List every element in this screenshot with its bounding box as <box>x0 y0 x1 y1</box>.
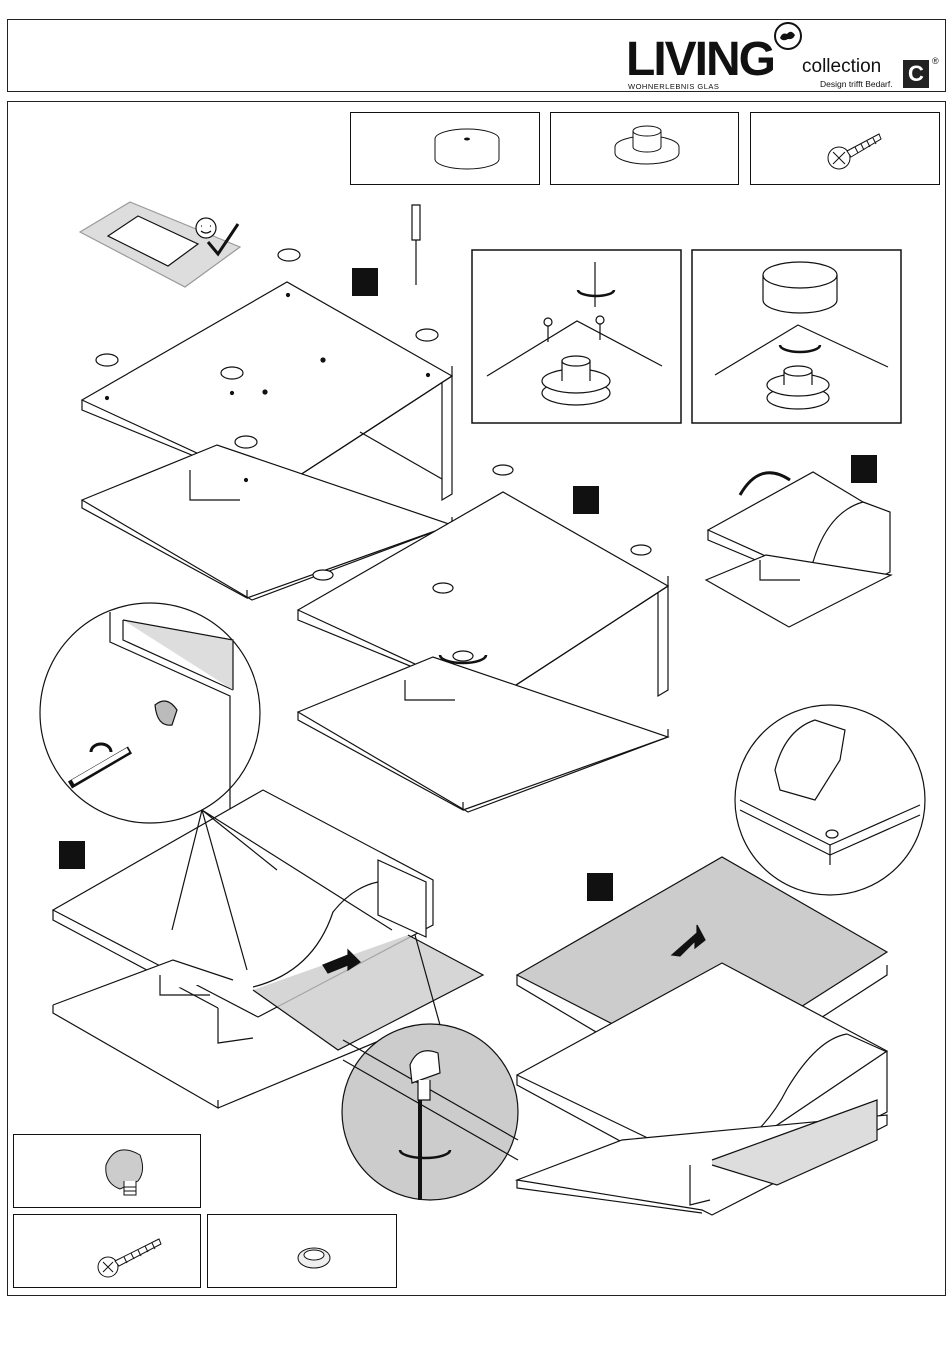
part-box-clamp <box>13 1134 201 1208</box>
part-box-bumper <box>207 1214 397 1288</box>
registered-mark: ® <box>932 56 939 66</box>
part-box-screw <box>750 112 940 185</box>
step-4-marker <box>573 486 599 514</box>
screw-icon <box>751 113 941 186</box>
brand-logo: LIVING WOHNERLEBNIS GLAS collection Desi… <box>626 22 946 92</box>
part-box-foot <box>350 112 540 185</box>
step-7-marker <box>587 873 613 901</box>
collection-letter: C <box>903 60 929 88</box>
logo-bubble-icon <box>772 20 812 60</box>
logo-tagline: WOHNERLEBNIS GLAS <box>628 82 719 91</box>
foot-base-icon <box>551 113 740 186</box>
step-6-marker <box>59 841 85 869</box>
slogan: Design trifft Bedarf. <box>820 79 893 89</box>
collection-label: collection <box>802 56 881 78</box>
screw-icon <box>14 1215 202 1289</box>
step-3-marker <box>698 258 724 286</box>
logo-word: LIVING <box>626 36 774 84</box>
furniture-foot-icon <box>351 113 541 186</box>
step-1-marker <box>352 268 378 296</box>
bumper-pad-icon <box>208 1215 398 1289</box>
step-2-marker <box>480 261 506 289</box>
part-box-screw-2 <box>13 1214 201 1288</box>
step-5-marker <box>851 455 877 483</box>
glass-clamp-icon <box>14 1135 202 1209</box>
part-box-base <box>550 112 739 185</box>
instruction-frame <box>7 101 946 1296</box>
